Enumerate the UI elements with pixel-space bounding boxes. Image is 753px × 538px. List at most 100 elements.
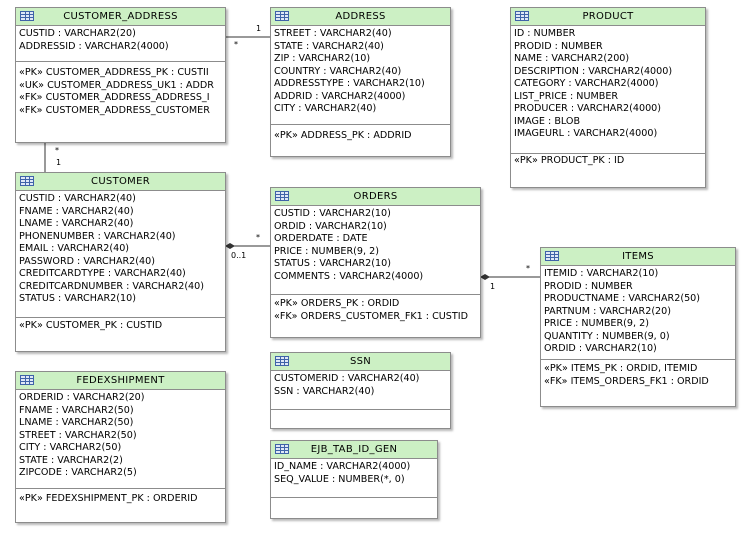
table-name: FEDEXSHIPMENT <box>76 375 165 386</box>
constraint-row: «PK» ADDRESS_PK : ADDRID <box>274 130 412 141</box>
column-row: ID : NUMBER <box>514 28 576 39</box>
column-row: ORDERID : VARCHAR2(20) <box>19 392 145 403</box>
aggregation-diamond-customer <box>225 243 235 249</box>
column-row: ZIP : VARCHAR2(10) <box>274 53 371 64</box>
column-row: CUSTID : VARCHAR2(20) <box>19 28 136 39</box>
column-row: LNAME : VARCHAR2(40) <box>19 218 134 229</box>
column-list: CUSTID : VARCHAR2(20) ADDRESSID : VARCHA… <box>16 26 225 53</box>
column-list: ITEMID : VARCHAR2(10) PRODID : NUMBER PR… <box>541 266 735 356</box>
constraint-list: «PK» CUSTOMER_ADDRESS_PK : CUSTII «UK» C… <box>19 67 225 117</box>
column-row: PRODID : NUMBER <box>544 280 633 292</box>
column-row: CUSTID : VARCHAR2(10) <box>274 208 391 219</box>
table-customer[interactable]: CUSTOMER CUSTID : VARCHAR2(40) FNAME : V… <box>15 172 226 352</box>
column-list: ID_NAME : VARCHAR2(4000) SEQ_VALUE : NUM… <box>271 459 437 486</box>
constraint-list: «PK» FEDEXSHIPMENT_PK : ORDERID <box>19 493 225 506</box>
column-list: CUSTID : VARCHAR2(10) ORDID : VARCHAR2(1… <box>271 206 480 283</box>
section-divider <box>16 61 225 62</box>
column-row: CUSTOMERID : VARCHAR2(40) <box>274 373 420 384</box>
section-divider <box>271 409 450 410</box>
aggregation-diamond-orders <box>480 274 490 280</box>
table-name: CUSTOMER_ADDRESS <box>63 11 178 22</box>
column-list: ORDERID : VARCHAR2(20) FNAME : VARCHAR2(… <box>16 390 225 480</box>
section-divider <box>541 359 735 360</box>
column-row: IMAGE : BLOB <box>514 115 581 127</box>
column-row: FNAME : VARCHAR2(50) <box>19 404 134 416</box>
column-row: LNAME : VARCHAR2(50) <box>19 417 134 428</box>
section-divider <box>271 294 480 295</box>
column-row: ID_NAME : VARCHAR2(4000) <box>274 461 411 472</box>
table-icon <box>20 11 34 21</box>
column-row: ZIPCODE : VARCHAR2(5) <box>19 467 137 478</box>
column-row: PARTNUM : VARCHAR2(20) <box>544 305 672 317</box>
column-row: ADDRESSTYPE : VARCHAR2(10) <box>274 78 425 89</box>
section-divider <box>271 497 437 498</box>
table-icon <box>545 251 559 261</box>
table-ejb-tab-id-gen[interactable]: EJB_TAB_ID_GEN ID_NAME : VARCHAR2(4000) … <box>270 440 438 519</box>
column-row: DESCRIPTION : VARCHAR2(4000) <box>514 65 673 77</box>
constraint-row: «PK» ORDERS_PK : ORDID <box>274 298 400 309</box>
column-row: ADDRESSID : VARCHAR2(4000) <box>19 40 169 52</box>
column-row: ADDRID : VARCHAR2(4000) <box>274 90 406 102</box>
column-row: IMAGEURL : VARCHAR2(4000) <box>514 128 658 139</box>
constraint-row: «PK» CUSTOMER_PK : CUSTID <box>19 320 163 331</box>
column-row: NAME : VARCHAR2(200) <box>514 53 630 64</box>
constraint-row: «FK» ORDERS_CUSTOMER_FK1 : CUSTID <box>274 310 468 322</box>
mult-customer-end: 1 <box>56 158 62 167</box>
table-name: ORDERS <box>353 191 398 202</box>
section-divider <box>511 153 705 154</box>
mult-address-end: 1 <box>256 24 262 33</box>
constraint-row: «PK» ITEMS_PK : ORDID, ITEMID <box>544 363 698 374</box>
table-address[interactable]: ADDRESS STREET : VARCHAR2(40) STATE : VA… <box>270 7 451 157</box>
table-name: ITEMS <box>622 251 654 262</box>
table-name: SSN <box>349 356 372 367</box>
table-name: CUSTOMER <box>91 176 150 187</box>
column-row: CITY : VARCHAR2(50) <box>19 442 122 453</box>
table-icon <box>275 356 289 366</box>
constraint-list: «PK» CUSTOMER_PK : CUSTID <box>19 320 225 333</box>
constraint-row: «FK» ITEMS_ORDERS_FK1 : ORDID <box>544 375 709 387</box>
constraint-list: «PK» ITEMS_PK : ORDID, ITEMID «FK» ITEMS… <box>544 363 735 388</box>
column-row: PHONENUMBER : VARCHAR2(40) <box>19 230 176 242</box>
table-fedexshipment[interactable]: FEDEXSHIPMENT ORDERID : VARCHAR2(20) FNA… <box>15 371 226 523</box>
column-row: ORDID : VARCHAR2(10) <box>544 343 657 354</box>
table-icon <box>20 375 34 385</box>
column-row: CATEGORY : VARCHAR2(4000) <box>514 78 659 89</box>
mult-items-end: * <box>526 264 530 273</box>
column-row: STATUS : VARCHAR2(10) <box>274 258 391 269</box>
column-row: QUANTITY : NUMBER(9, 0) <box>544 330 670 342</box>
column-row: STREET : VARCHAR2(40) <box>274 28 392 39</box>
constraint-list: «PK» ORDERS_PK : ORDID «FK» ORDERS_CUSTO… <box>274 298 480 323</box>
mult-custaddr-end2: * <box>55 146 59 155</box>
column-row: PRICE : NUMBER(9, 2) <box>544 318 649 329</box>
constraint-row: «FK» CUSTOMER_ADDRESS_CUSTOMER <box>19 104 210 116</box>
column-list: CUSTOMERID : VARCHAR2(40) SSN : VARCHAR2… <box>271 371 450 398</box>
section-divider <box>16 488 225 489</box>
column-row: CREDITCARDTYPE : VARCHAR2(40) <box>19 268 186 279</box>
constraint-row: «FK» CUSTOMER_ADDRESS_ADDRESS_I <box>19 92 210 103</box>
column-row: PASSWORD : VARCHAR2(40) <box>19 255 155 267</box>
table-icon <box>20 176 34 186</box>
column-row: PRODUCTNAME : VARCHAR2(50) <box>544 293 701 304</box>
column-row: SSN : VARCHAR2(40) <box>274 385 375 397</box>
column-row: PRODUCER : VARCHAR2(4000) <box>514 103 662 114</box>
table-product[interactable]: PRODUCT ID : NUMBER PRODID : NUMBER NAME… <box>510 7 706 188</box>
table-customer-address[interactable]: CUSTOMER_ADDRESS CUSTID : VARCHAR2(20) A… <box>15 7 226 143</box>
column-row: COMMENTS : VARCHAR2(4000) <box>274 270 424 282</box>
column-row: ORDERDATE : DATE <box>274 233 368 244</box>
table-icon <box>515 11 529 21</box>
constraint-row: «PK» FEDEXSHIPMENT_PK : ORDERID <box>19 493 198 504</box>
column-row: PRICE : NUMBER(9, 2) <box>274 245 379 257</box>
column-row: SEQ_VALUE : NUMBER(*, 0) <box>274 473 405 485</box>
table-icon <box>275 444 289 454</box>
table-items[interactable]: ITEMS ITEMID : VARCHAR2(10) PRODID : NUM… <box>540 247 736 407</box>
table-name: PRODUCT <box>582 11 634 22</box>
constraint-row: «UK» CUSTOMER_ADDRESS_UK1 : ADDR <box>19 79 214 91</box>
column-row: COUNTRY : VARCHAR2(40) <box>274 65 402 77</box>
table-name: ADDRESS <box>335 11 386 22</box>
column-list: ID : NUMBER PRODID : NUMBER NAME : VARCH… <box>511 26 705 141</box>
table-orders[interactable]: ORDERS CUSTID : VARCHAR2(10) ORDID : VAR… <box>270 187 481 338</box>
table-ssn[interactable]: SSN CUSTOMERID : VARCHAR2(40) SSN : VARC… <box>270 352 451 429</box>
column-row: FNAME : VARCHAR2(40) <box>19 205 134 217</box>
column-row: STATE : VARCHAR2(40) <box>274 40 384 52</box>
